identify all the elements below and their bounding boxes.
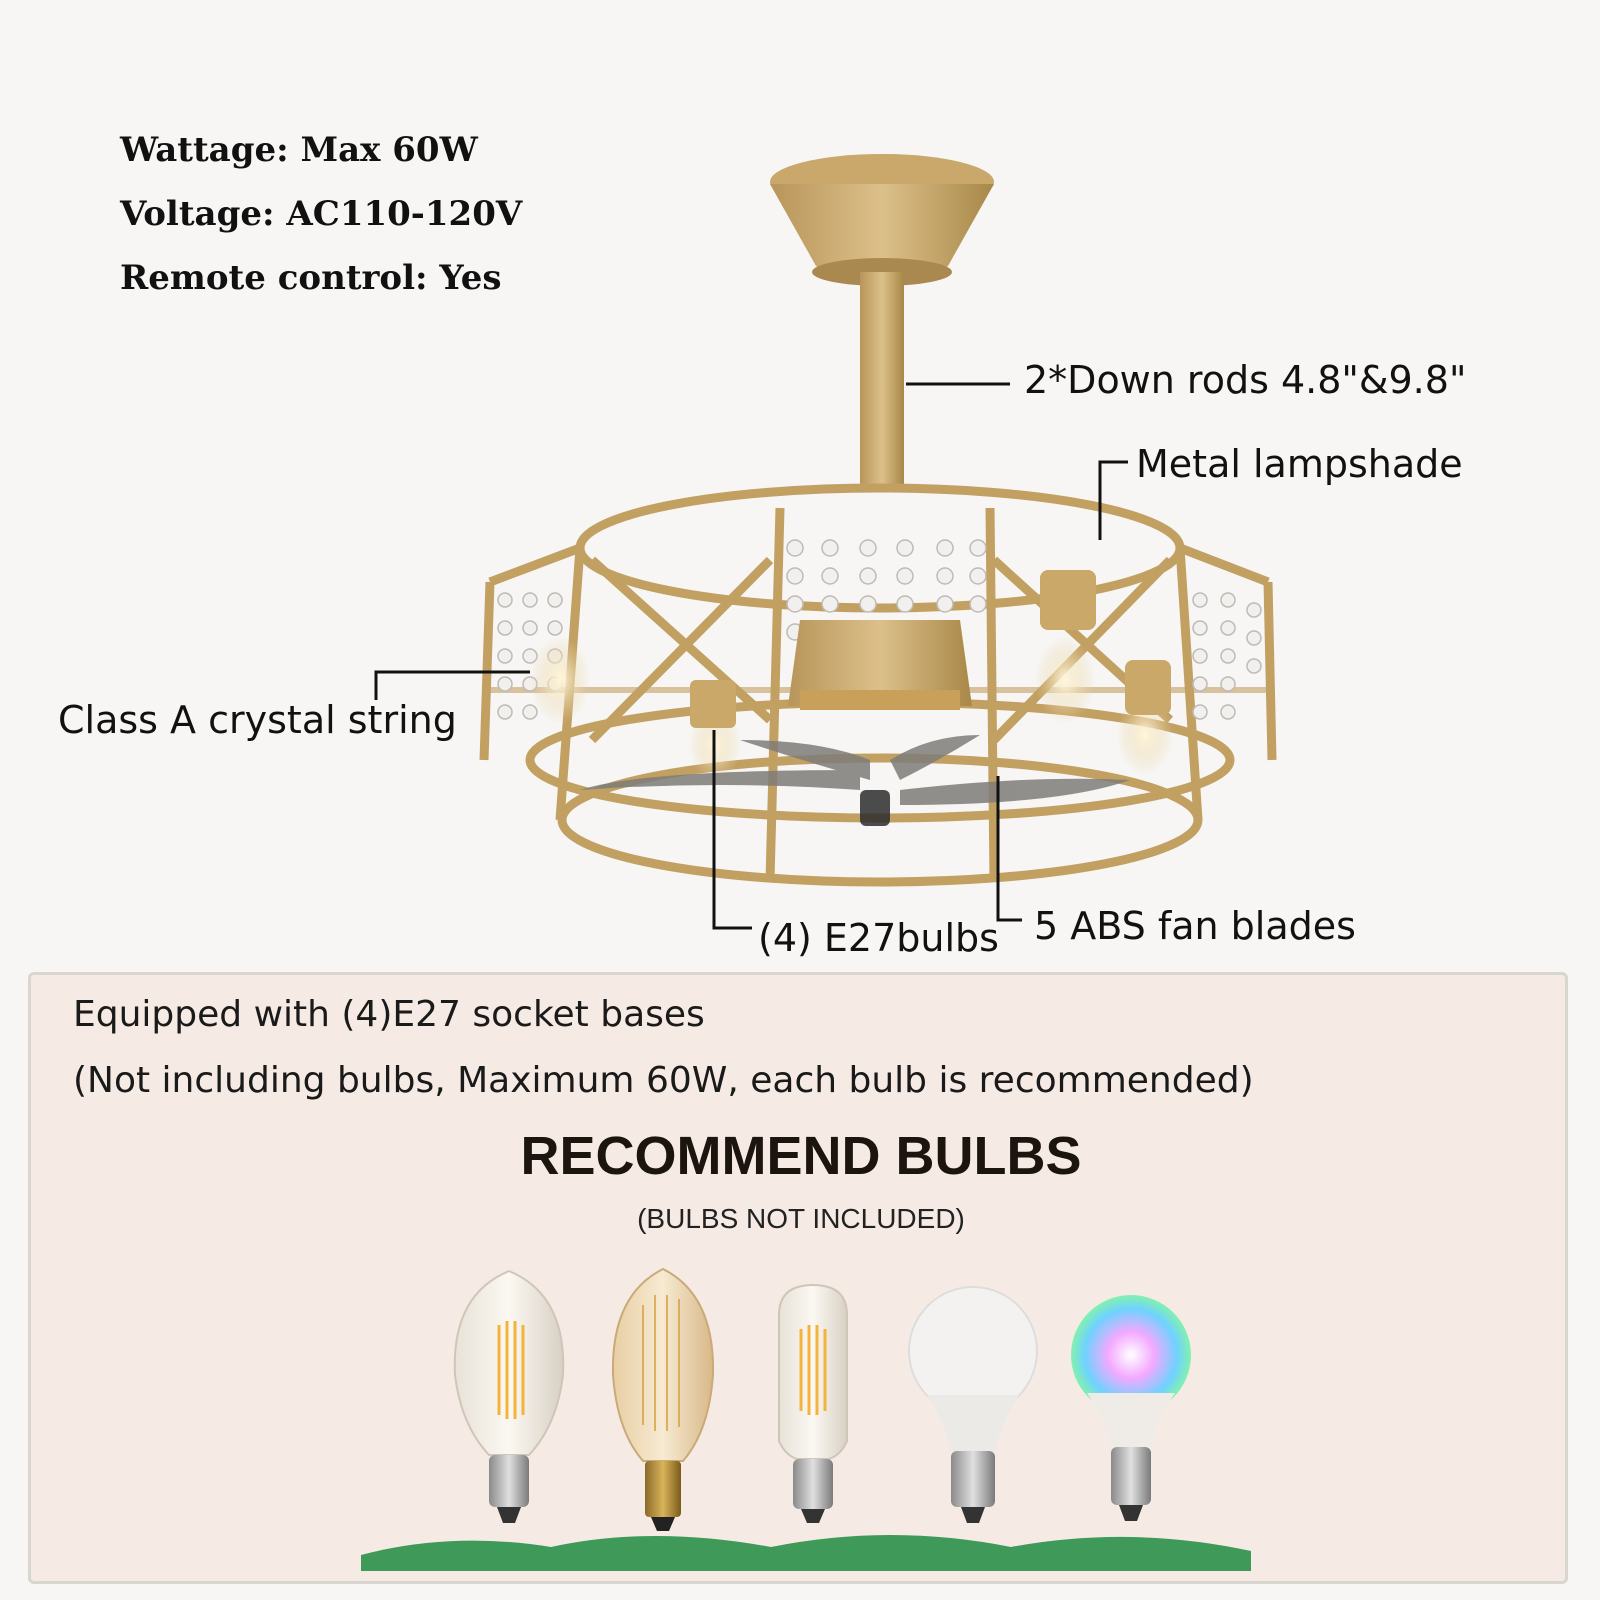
callout-metal-lampshade: Metal lampshade [1136, 442, 1463, 486]
canopy [770, 154, 994, 286]
recommend-bulbs-title: RECOMMEND BULBS [520, 1126, 1082, 1186]
callout-lines [374, 382, 1128, 930]
spec-wattage: Wattage: Max 60W [120, 130, 478, 170]
grass-strip [361, 1535, 1251, 1571]
bulb-lineup [361, 1267, 1251, 1571]
t-shaped-filament-bulb [778, 1283, 848, 1523]
rgb-smart-bulb [1071, 1295, 1191, 1521]
edison-vintage-bulb [611, 1267, 715, 1531]
panel-sockets-line: Equipped with (4)E27 socket bases [73, 994, 705, 1035]
callout-down-rods: 2*Down rods 4.8"&9.8" [1024, 358, 1467, 402]
callout-e27-bulbs: (4) E27bulbs [758, 916, 999, 960]
callout-crystal-string: Class A crystal string [58, 698, 457, 742]
downrod [860, 272, 904, 492]
ceiling-fan-illustration [374, 154, 1277, 930]
bulb-glows [530, 636, 1173, 781]
callout-fan-blades: 5 ABS fan blades [1034, 904, 1356, 948]
st64-filament-bulb [453, 1269, 565, 1523]
fan-blades [580, 735, 1130, 826]
bulb-sockets [690, 570, 1171, 728]
motor-housing [788, 620, 972, 706]
recommend-bulbs-panel: Equipped with (4)E27 socket bases (Not i… [28, 972, 1568, 1584]
specs-block: Wattage: Max 60W Voltage: AC110-120V Rem… [120, 118, 523, 310]
panel-note-line: (Not including bulbs, Maximum 60W, each … [73, 1060, 1254, 1101]
spec-remote: Remote control: Yes [120, 258, 502, 298]
spec-voltage: Voltage: AC110-120V [120, 194, 523, 234]
bulbs-not-included-note: (BULBS NOT INCLUDED) [637, 1203, 965, 1234]
motor-ring [800, 690, 960, 710]
a19-led-bulb [908, 1286, 1038, 1523]
